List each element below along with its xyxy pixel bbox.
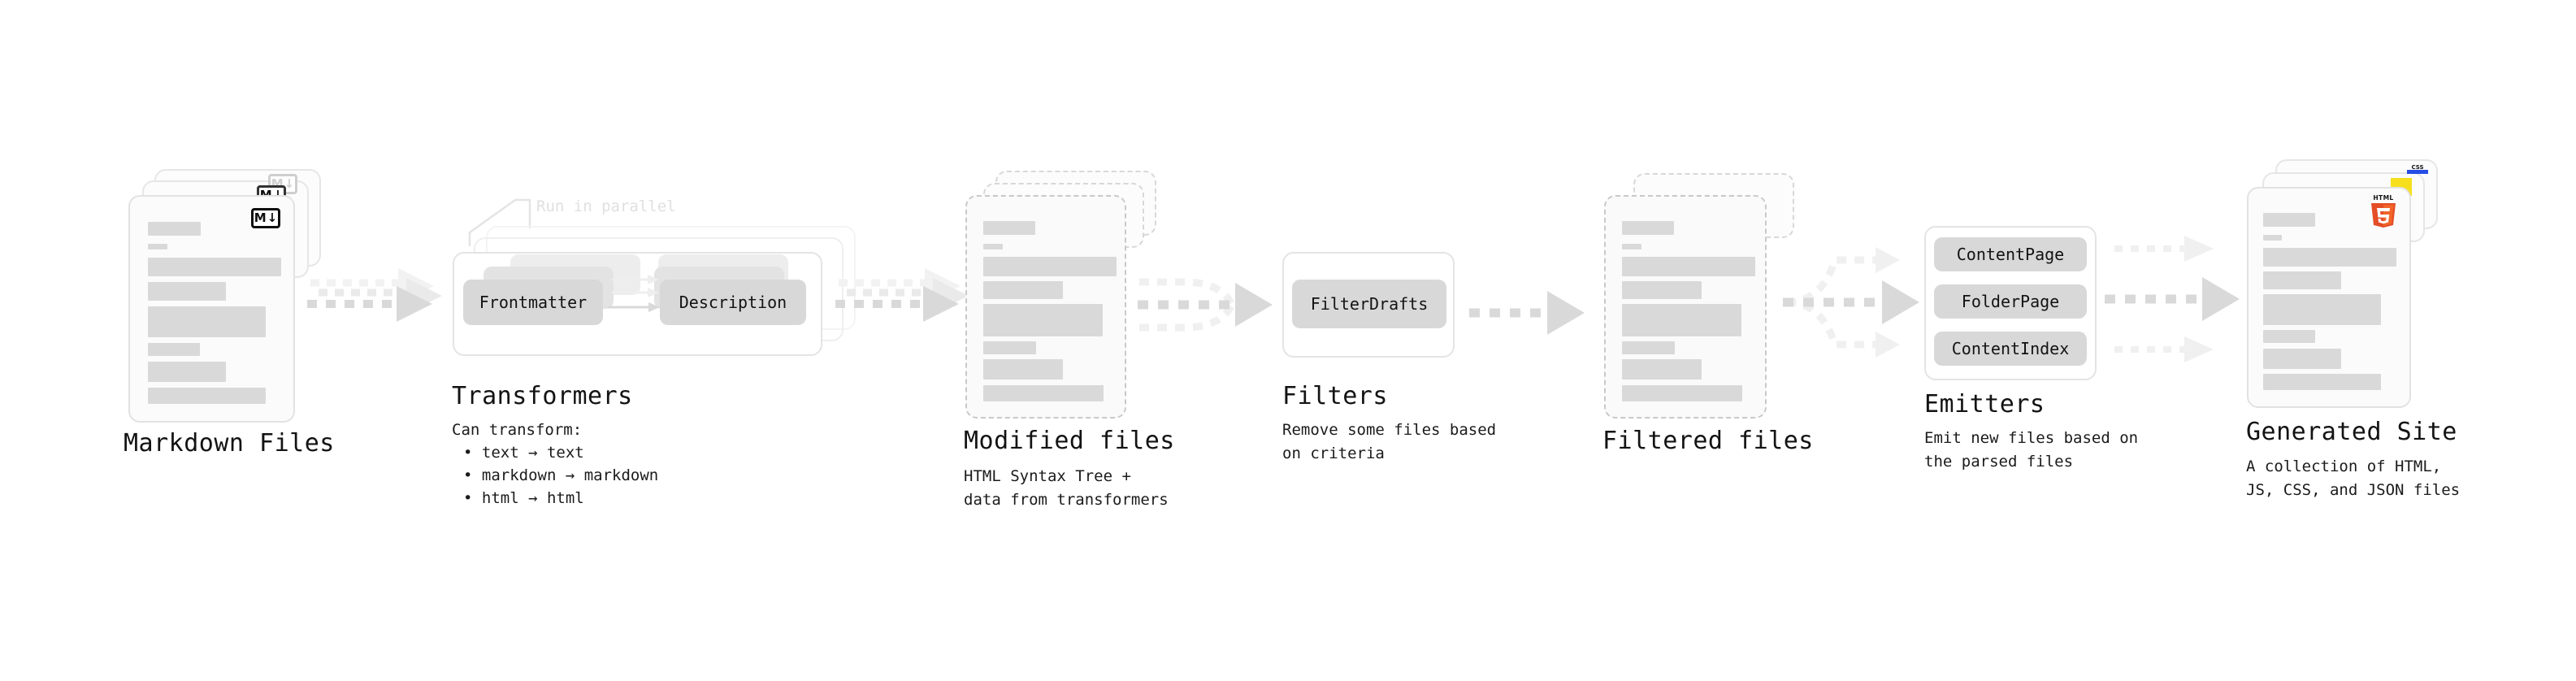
arrow-markdown-to-transformers — [307, 268, 442, 322]
markdown-badge-arrow-icon: ↓ — [267, 210, 278, 225]
generated-file-card: HTML — [2247, 187, 2411, 408]
stage-title-markdown-files: Markdown Files — [124, 429, 335, 458]
skeleton-line-2 — [2263, 271, 2341, 289]
skeleton-subtext — [148, 244, 167, 249]
skeleton-line-2 — [983, 281, 1063, 299]
run-in-parallel-bracket — [468, 198, 531, 247]
stage-title-generated-site: Generated Site — [2246, 418, 2457, 446]
stage-subtitle-filters: Remove some files based on criteria — [1282, 421, 1497, 462]
skeleton-line-2 — [148, 282, 226, 301]
html5-badge: HTML — [2371, 194, 2396, 228]
transformer-bullet-text: • text → text — [463, 444, 584, 462]
markdown-file-card: M ↓ — [128, 195, 295, 423]
emitter-chip-contentindex[interactable]: ContentIndex — [1934, 332, 2087, 366]
transformer-inner-arrows-ghost — [612, 275, 659, 297]
skeleton-line-3 — [2263, 294, 2381, 325]
stage-title-modified-files: Modified files — [964, 427, 1175, 455]
markdown-badge-letter: M — [254, 210, 267, 225]
svg-text:CSS: CSS — [2411, 164, 2423, 171]
arrow-modified-to-filters — [1138, 278, 1273, 332]
stage-title-emitters: Emitters — [1924, 390, 2045, 419]
skeleton-subtext — [1622, 244, 1641, 249]
transformer-chip-frontmatter[interactable]: Frontmatter — [463, 280, 603, 325]
skeleton-line-6 — [983, 385, 1104, 401]
emitter-chip-folderpage[interactable]: FolderPage — [1934, 284, 2087, 319]
markdown-badge-arrow-icon: ↓ — [284, 176, 295, 191]
stage-title-filters: Filters — [1282, 382, 1388, 410]
stage-subtitle-modified-files: HTML Syntax Tree + data from transformer… — [964, 467, 1169, 509]
skeleton-heading — [2263, 213, 2315, 227]
skeleton-heading — [148, 222, 201, 236]
skeleton-line-3 — [983, 304, 1103, 336]
skeleton-line-1 — [983, 257, 1117, 276]
markdown-badge: M ↓ — [251, 208, 280, 228]
emitter-chip-label: ContentPage — [1956, 245, 2065, 264]
transformer-chip-label: Frontmatter — [479, 293, 588, 312]
stage-subtitle-emitters: Emit new files based on the parsed files — [1924, 429, 2139, 471]
modified-file-card — [965, 195, 1126, 419]
skeleton-line-1 — [2263, 248, 2396, 267]
filtered-file-card — [1604, 195, 1767, 419]
skeleton-line-2 — [1622, 281, 1702, 299]
run-in-parallel-label: Run in parallel — [536, 197, 676, 215]
filter-chip-filterdrafts[interactable]: FilterDrafts — [1292, 280, 1446, 328]
stage-title-filtered-files: Filtered files — [1602, 427, 1814, 455]
transformer-chip-label: Description — [679, 293, 787, 312]
skeleton-heading — [983, 221, 1035, 235]
skeleton-line-4 — [2263, 330, 2315, 343]
filter-chip-label: FilterDrafts — [1310, 294, 1429, 314]
emitter-chip-contentpage[interactable]: ContentPage — [1934, 237, 2087, 271]
skeleton-subtext — [2263, 235, 2282, 241]
css3-badge: CSS — [2407, 164, 2428, 174]
skeleton-line-4 — [1622, 341, 1675, 354]
transformer-bullet-markdown: • markdown → markdown — [463, 466, 659, 484]
skeleton-line-3 — [1622, 304, 1741, 336]
arrow-emitters-to-site — [2105, 236, 2240, 362]
skeleton-heading — [1622, 221, 1674, 235]
skeleton-line-5 — [983, 359, 1063, 380]
transformer-bullet-html: • html → html — [463, 489, 584, 507]
transformer-inner-arrow — [608, 302, 660, 312]
emitter-chip-label: ContentIndex — [1951, 339, 2070, 358]
stage-subtitle-transformers: Can transform: — [452, 421, 583, 439]
arrow-filtered-to-emitters — [1783, 247, 1919, 358]
skeleton-line-4 — [148, 343, 200, 356]
svg-text:HTML: HTML — [2373, 194, 2393, 202]
arrow-transformers-to-modified — [835, 268, 969, 322]
skeleton-line-4 — [983, 341, 1036, 354]
skeleton-line-1 — [1622, 257, 1755, 276]
skeleton-line-6 — [148, 388, 266, 404]
skeleton-line-5 — [2263, 349, 2341, 369]
skeleton-line-3 — [148, 306, 266, 337]
skeleton-line-5 — [1622, 359, 1702, 380]
skeleton-line-1 — [148, 258, 281, 276]
arrow-filters-to-filtered — [1469, 291, 1585, 335]
skeleton-subtext — [983, 244, 1003, 249]
transformer-chip-description[interactable]: Description — [660, 280, 806, 325]
skeleton-line-6 — [2263, 374, 2381, 390]
emitter-chip-label: FolderPage — [1961, 292, 2060, 311]
skeleton-line-6 — [1622, 385, 1742, 401]
stage-subtitle-generated-site: A collection of HTML, JS, CSS, and JSON … — [2246, 458, 2461, 499]
stage-title-transformers: Transformers — [452, 382, 633, 410]
skeleton-line-5 — [148, 362, 226, 382]
